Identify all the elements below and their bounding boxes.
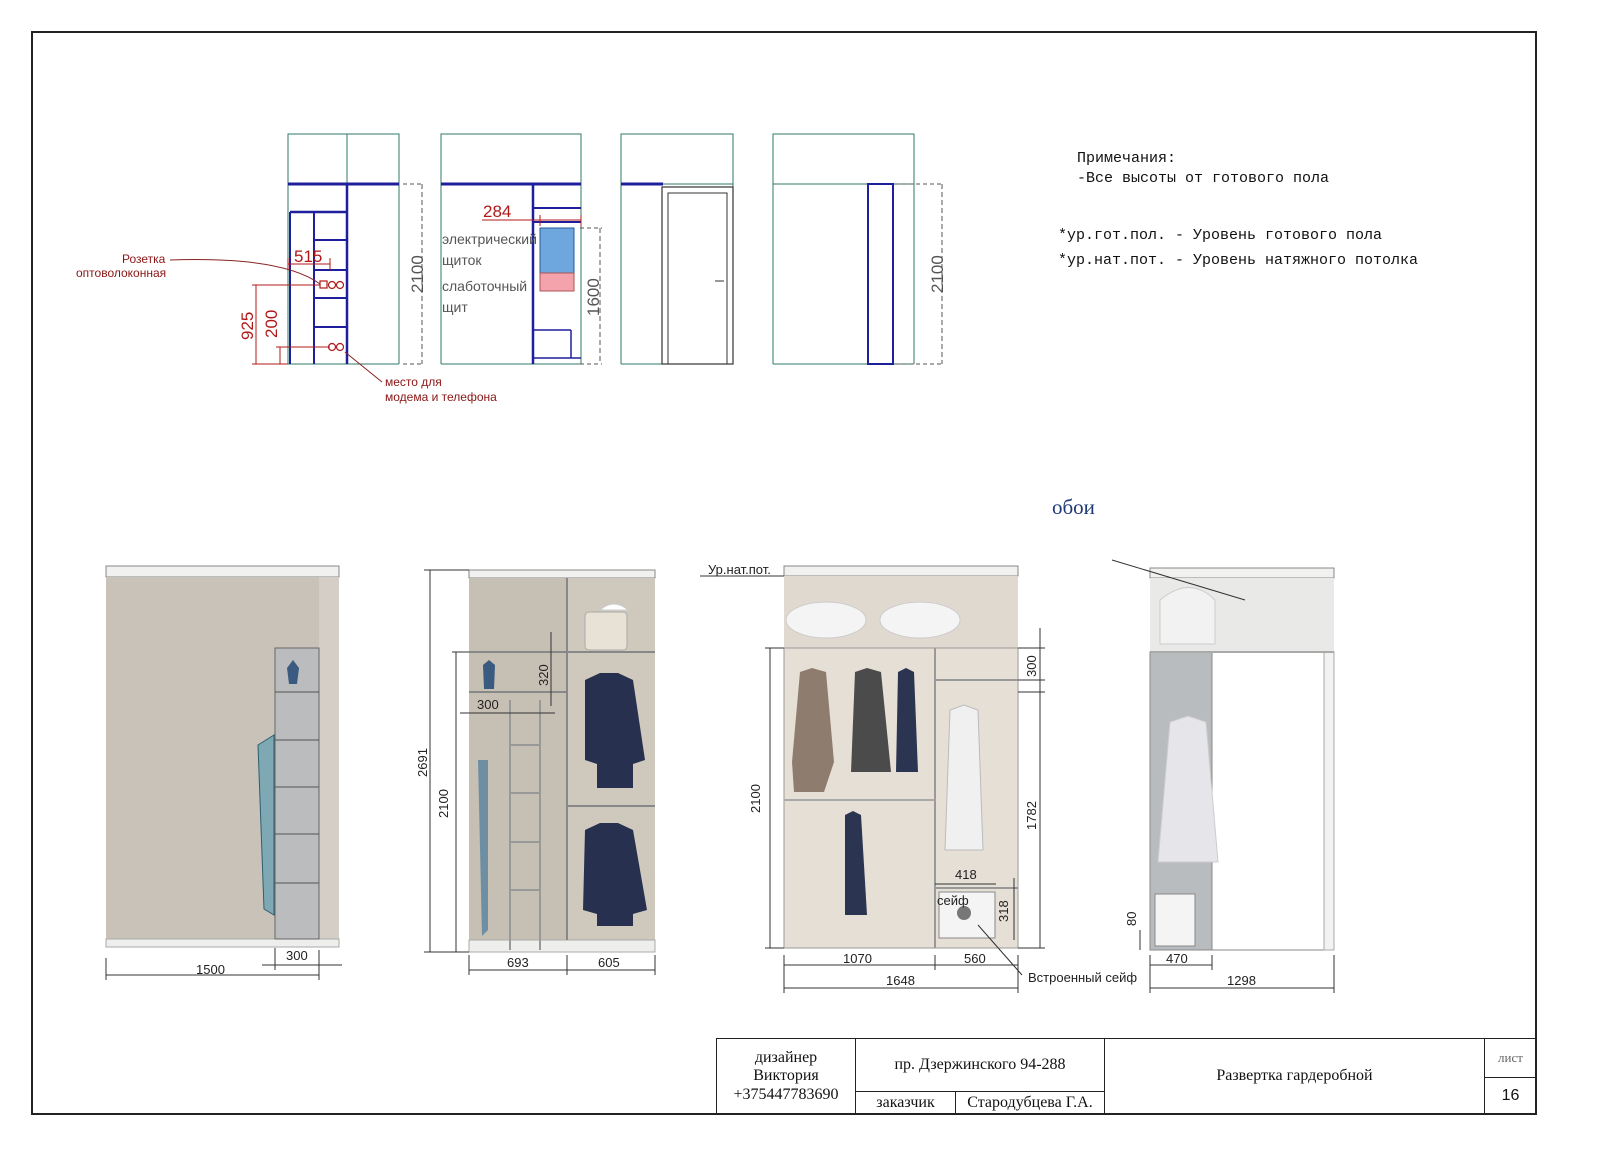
address-cell: пр. Дзержинского 94-288: [855, 1038, 1105, 1092]
notes-abbr-1: *ур.гот.пол. - Уровень готового пола: [1058, 227, 1383, 244]
bottom-elevation-1: [105, 565, 342, 980]
dim-1782: 1782: [1024, 801, 1039, 830]
dim-605: 605: [598, 955, 620, 970]
dim-2100-bottom-a: 2100: [436, 789, 451, 818]
callout-labels: Розетка оптоволоконная место для модема …: [76, 252, 497, 404]
dim-80: 80: [1124, 912, 1139, 926]
address-text: пр. Дзержинского 94-288: [894, 1055, 1066, 1073]
customer-name: Стародубцева Г.А.: [967, 1093, 1093, 1111]
dim-320: 320: [536, 664, 551, 686]
notes-title: Примечания:: [1077, 150, 1177, 167]
dim-300-c: 300: [1024, 655, 1039, 677]
bottom-labels: Ур.нат.пот. сейф Встроенный сейф: [708, 562, 1137, 985]
dim-1070: 1070: [843, 951, 872, 966]
builtin-safe-label: Встроенный сейф: [1028, 970, 1137, 985]
dim-693: 693: [507, 955, 529, 970]
sheet-label: лист: [1498, 1049, 1523, 1065]
dim-2100-top-a: 2100: [408, 255, 427, 293]
sheet-number-cell: 16: [1484, 1077, 1537, 1115]
electric-panel-label-2: щиток: [442, 252, 482, 268]
dim-300-a: 300: [286, 948, 308, 963]
top-elevation-1: [169, 133, 423, 383]
dim-2100-top-b: 2100: [928, 255, 947, 293]
designer-name: Виктория: [753, 1067, 819, 1085]
bottom-elevation-4: [1111, 559, 1335, 993]
dim-1500: 1500: [196, 962, 225, 977]
sheet-number: 16: [1501, 1086, 1520, 1104]
fiber-socket-label-1: Розетка: [122, 252, 166, 266]
dim-1298: 1298: [1227, 973, 1256, 988]
bottom-elevation-2: [424, 569, 656, 975]
sheet-title-cell: Развертка гардеробной: [1104, 1038, 1485, 1115]
bottom-elevation-3: [700, 565, 1045, 993]
modem-label-2: модема и телефона: [385, 390, 497, 404]
designer-role: дизайнер: [754, 1048, 818, 1066]
dim-1600: 1600: [584, 278, 603, 316]
dim-318: 318: [996, 900, 1011, 922]
designer-phone: +375447783690: [733, 1085, 839, 1103]
top-elevation-2: [440, 133, 602, 365]
dim-2691: 2691: [415, 748, 430, 777]
dim-515: 515: [294, 247, 322, 266]
customer-label-cell: заказчик: [855, 1091, 956, 1115]
electric-panel-label-1: электрический: [442, 231, 537, 247]
sheet-label-cell: лист: [1484, 1038, 1537, 1078]
dim-200: 200: [262, 310, 281, 338]
ceiling-level-label: Ур.нат.пот.: [708, 562, 771, 577]
dim-560: 560: [964, 951, 986, 966]
customer-label: заказчик: [876, 1093, 935, 1111]
top-dims-grey: 2100 1600 2100: [408, 255, 947, 316]
dim-418: 418: [955, 867, 977, 882]
dim-470: 470: [1166, 951, 1188, 966]
notes-abbr-2: *ур.нат.пот. - Уровень натяжного потолка: [1058, 252, 1419, 269]
sheet-title: Развертка гардеробной: [1216, 1067, 1373, 1085]
fiber-socket-label-2: оптоволоконная: [76, 266, 166, 280]
top-elevation-3: [620, 133, 734, 365]
bottom-dims: 1500 300 2691 2100 300 320 693 605 2100 …: [196, 655, 1256, 988]
dim-1648: 1648: [886, 973, 915, 988]
lowcurrent-label-2: щит: [442, 299, 468, 315]
top-elevation-4: [772, 133, 944, 365]
wallpaper-label: обои: [1052, 495, 1095, 519]
dim-300-b: 300: [477, 697, 499, 712]
top-dims-red: 515 284 925 200: [238, 202, 511, 340]
safe-label: сейф: [937, 893, 969, 908]
notes-line-1: -Все высоты от готового пола: [1077, 170, 1330, 187]
dim-925: 925: [238, 312, 257, 340]
lowcurrent-label-1: слаботочный: [442, 278, 527, 294]
dim-284: 284: [483, 202, 511, 221]
designer-cell: дизайнер Виктория +375447783690: [716, 1038, 856, 1115]
panel-labels: электрический щиток слаботочный щит: [442, 231, 537, 315]
customer-name-cell: Стародубцева Г.А.: [955, 1091, 1105, 1115]
dim-2100-bottom-b: 2100: [748, 784, 763, 813]
modem-label-1: место для: [385, 375, 442, 389]
